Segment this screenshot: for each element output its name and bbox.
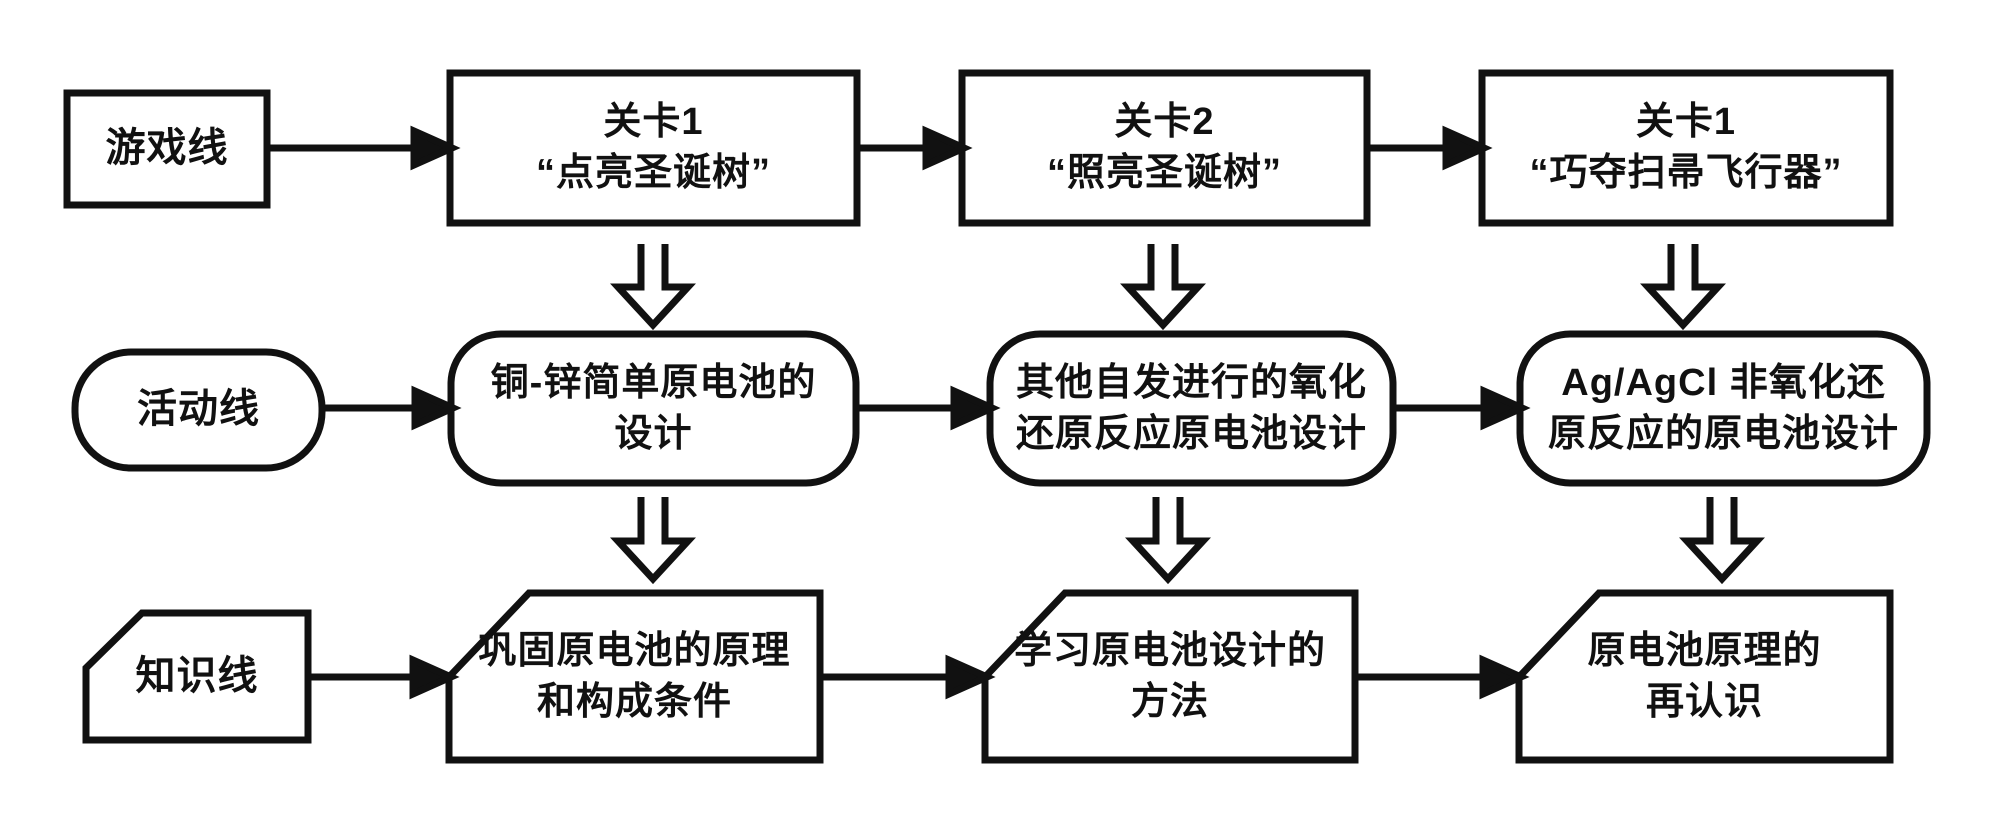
- game-node-2-box: [958, 69, 1371, 227]
- game-line-label: 游戏线: [105, 126, 229, 171]
- block-arrow-activity3-to-knowledge3: [1679, 497, 1765, 585]
- activity-node-2: 其他自发进行的氧化 还原反应原电池设计: [1015, 361, 1367, 455]
- activity-line-label: 活动线: [137, 387, 260, 432]
- activity-node-1: 铜-锌简单原电池的 设计: [490, 361, 817, 455]
- block-arrow-activity2-to-knowledge2: [1125, 497, 1211, 585]
- arrow-knowledge-node1-to-node2: [820, 654, 996, 700]
- block-arrow-game2-to-activity2: [1120, 244, 1206, 331]
- game-node-1: 关卡1 “点亮圣诞树”: [535, 101, 771, 194]
- arrow-activity-node1-to-node2: [856, 385, 1001, 431]
- knowledge-node-1: 巩固原电池的原理 和构成条件: [478, 629, 791, 723]
- knowledge-node-2: 学习原电池设计的 方法: [1013, 629, 1326, 723]
- block-arrow-activity1-to-knowledge1: [610, 497, 696, 585]
- game-node-2: 关卡2 “照亮圣诞树”: [1046, 101, 1282, 194]
- arrow-activity-label-to-node1: [322, 385, 462, 431]
- arrow-game-node2-to-node3: [1367, 125, 1493, 171]
- knowledge-node-2-box: [981, 589, 1359, 764]
- arrow-knowledge-label-to-node1: [308, 654, 460, 700]
- knowledge-node-1-box: [445, 589, 824, 764]
- knowledge-label-box: [82, 609, 312, 744]
- arrow-knowledge-node2-to-node3: [1355, 654, 1530, 700]
- arrow-activity-node2-to-node3: [1393, 385, 1531, 431]
- block-arrow-game1-to-activity1: [610, 244, 696, 331]
- game-node-3-box: [1478, 69, 1894, 227]
- game-label-box: [63, 89, 271, 209]
- game-node-1-box: [446, 69, 861, 227]
- knowledge-line-label: 知识线: [135, 653, 259, 698]
- knowledge-node-3-box: [1515, 589, 1894, 764]
- activity-node-3: Ag/AgCl 非氧化还 原反应的原电池设计: [1547, 361, 1899, 455]
- block-arrow-game3-to-activity3: [1640, 244, 1726, 331]
- arrow-game-label-to-node1: [267, 125, 461, 171]
- knowledge-node-3: 原电池原理的 再认识: [1587, 629, 1822, 723]
- arrow-game-node1-to-node2: [857, 125, 973, 171]
- game-node-3: 关卡1 “巧夺扫帚飞行器”: [1529, 101, 1843, 194]
